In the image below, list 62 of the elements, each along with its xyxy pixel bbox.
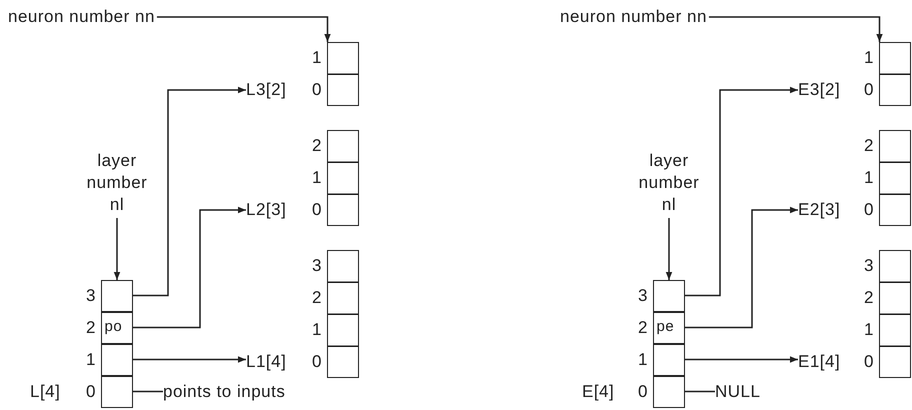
index-number: 0 [312, 199, 322, 221]
arrow [114, 218, 120, 280]
arrow [666, 218, 672, 280]
index-number: 0 [864, 199, 874, 221]
array-cell: pe [652, 312, 684, 344]
annotation-text: NULL [715, 381, 760, 403]
connector-line [684, 390, 715, 392]
arrow [684, 206, 798, 328]
annotation-text: E3[2] [798, 79, 840, 101]
index-number: 0 [312, 351, 322, 373]
array-column [327, 250, 359, 378]
index-number: 1 [86, 349, 96, 371]
index-number: 0 [312, 79, 322, 101]
index-number: 0 [864, 351, 874, 373]
annotation-text: E2[3] [798, 199, 840, 221]
index-number: 1 [312, 319, 322, 341]
index-number: 1 [864, 319, 874, 341]
index-number: 0 [864, 79, 874, 101]
array-name: E[4] [582, 381, 614, 403]
array-column [879, 42, 911, 106]
index-number: 3 [864, 255, 874, 277]
index-number: 3 [86, 285, 96, 307]
array-name: L[4] [30, 381, 60, 403]
annotation-text: neuron number nn [8, 6, 155, 28]
annotation-text: L1[4] [246, 351, 286, 373]
index-number: 0 [638, 381, 648, 403]
arrow [132, 86, 246, 296]
annotation-text: layer number nl [77, 150, 157, 216]
annotation-text: L2[3] [246, 199, 286, 221]
arrow [708, 16, 883, 42]
array-column [327, 130, 359, 226]
index-number: 1 [864, 167, 874, 189]
array-cell [652, 344, 684, 376]
index-number: 0 [86, 381, 96, 403]
index-number: 2 [638, 317, 648, 339]
index-number: 1 [864, 47, 874, 69]
arrow [132, 206, 246, 328]
arrow [684, 356, 798, 363]
annotation-text: L3[2] [246, 79, 286, 101]
index-number: 1 [312, 167, 322, 189]
index-number: 1 [638, 349, 648, 371]
index-number: 3 [638, 285, 648, 307]
annotation-text: neuron number nn [560, 6, 707, 28]
index-number: 2 [864, 135, 874, 157]
annotation-text: points to inputs [163, 381, 286, 403]
connector-line [132, 390, 163, 392]
annotation-text: E1[4] [798, 351, 840, 373]
arrow [156, 16, 331, 42]
index-number: 2 [864, 287, 874, 309]
index-number: 3 [312, 255, 322, 277]
arrow [684, 86, 798, 296]
array-column [879, 250, 911, 378]
index-number: 2 [312, 287, 322, 309]
annotation-text: layer number nl [629, 150, 709, 216]
index-number: 2 [312, 135, 322, 157]
array-column [327, 42, 359, 106]
array-column [879, 130, 911, 226]
array-cell: po [100, 312, 132, 344]
arrow [132, 356, 246, 363]
index-number: 2 [86, 317, 96, 339]
array-cell [100, 344, 132, 376]
index-number: 1 [312, 47, 322, 69]
